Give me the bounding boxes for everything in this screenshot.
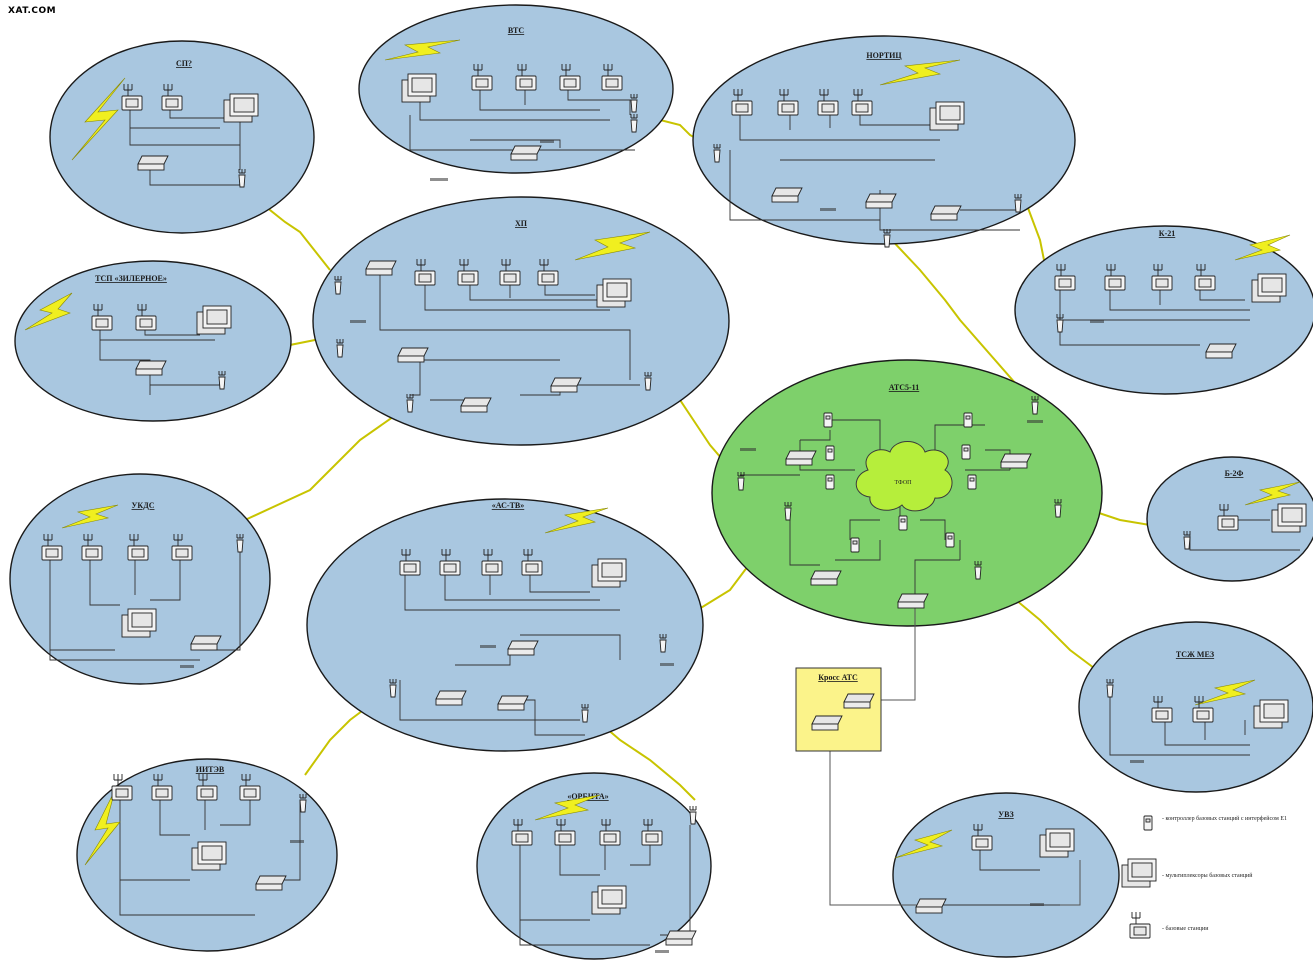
node-title: УВЗ [998, 810, 1013, 819]
lightning-icon [384, 39, 461, 61]
site-ellipse-right-lower [1078, 621, 1313, 793]
node-title: ХП [515, 219, 528, 228]
radio-link [886, 234, 1031, 401]
legend-text: - контроллер базовых станций с интерфейс… [1162, 815, 1287, 822]
node-title: АТС5-11 [889, 383, 919, 392]
lightning-icon [574, 231, 651, 261]
node-title: ТСЖ МЕЗ [1176, 650, 1214, 659]
node-title: ВТС [508, 26, 525, 35]
cross-box: Кросс АТС [795, 667, 882, 752]
site-ellipse-top-left [49, 40, 315, 234]
lightning-icon [84, 789, 121, 866]
multiplexer-icon [1121, 858, 1157, 888]
lightning-icon [534, 794, 601, 821]
node-title: УКДС [132, 501, 155, 510]
site-ellipse-left-mid [9, 473, 271, 685]
cloud-label: ТФОП [894, 480, 912, 486]
lightning-icon [544, 507, 609, 534]
node-title: «АС-ТВ» [492, 501, 525, 510]
base-station-icon [1129, 911, 1151, 939]
minor-labels [180, 140, 1144, 953]
site-ellipse-center-upper [312, 196, 730, 446]
node-title: «ОРБИТА» [567, 792, 608, 801]
controller-icon [1143, 815, 1153, 831]
node-title: ИИТЭВ [196, 765, 225, 774]
lightning-icon [24, 292, 73, 331]
legend: - контроллер базовых станций с интерфейс… [1121, 815, 1287, 939]
legend-text: - базовые станции [1162, 925, 1209, 932]
site-ellipse-left-upper [14, 260, 292, 422]
lightning-icon [1244, 481, 1301, 506]
lightning-icon [894, 829, 953, 859]
wiring [49, 90, 1300, 946]
lightning-icon [61, 504, 119, 529]
radio-bolts [24, 39, 1301, 866]
node-title: К-21 [1159, 229, 1175, 238]
radio-link [244, 404, 411, 521]
node-titles: СП? ВТС НОРТИЦ ТСП «ЗИЛЕРНОЕ» ХП К-21 АТ… [95, 26, 1243, 819]
watermark: XAT.COM [8, 6, 57, 16]
site-ellipse-center-lower [306, 498, 704, 752]
lightning-icon [1234, 234, 1291, 261]
cross-box-frame [795, 667, 882, 752]
lightning-icon [879, 59, 961, 86]
lightning-icon [1194, 679, 1256, 706]
lightning-icon [71, 77, 126, 161]
cross-box-label: Кросс АТС [818, 673, 858, 682]
node-title: ТСП «ЗИЛЕРНОЕ» [95, 274, 167, 283]
legend-text: - мультиплексоры базовых станций [1162, 872, 1253, 879]
pstn-cloud: ТФОП [855, 441, 953, 512]
node-title: НОРТИЦ [866, 51, 902, 60]
node-title: СП? [176, 59, 192, 68]
node-title: Б-2Ф [1225, 469, 1244, 478]
